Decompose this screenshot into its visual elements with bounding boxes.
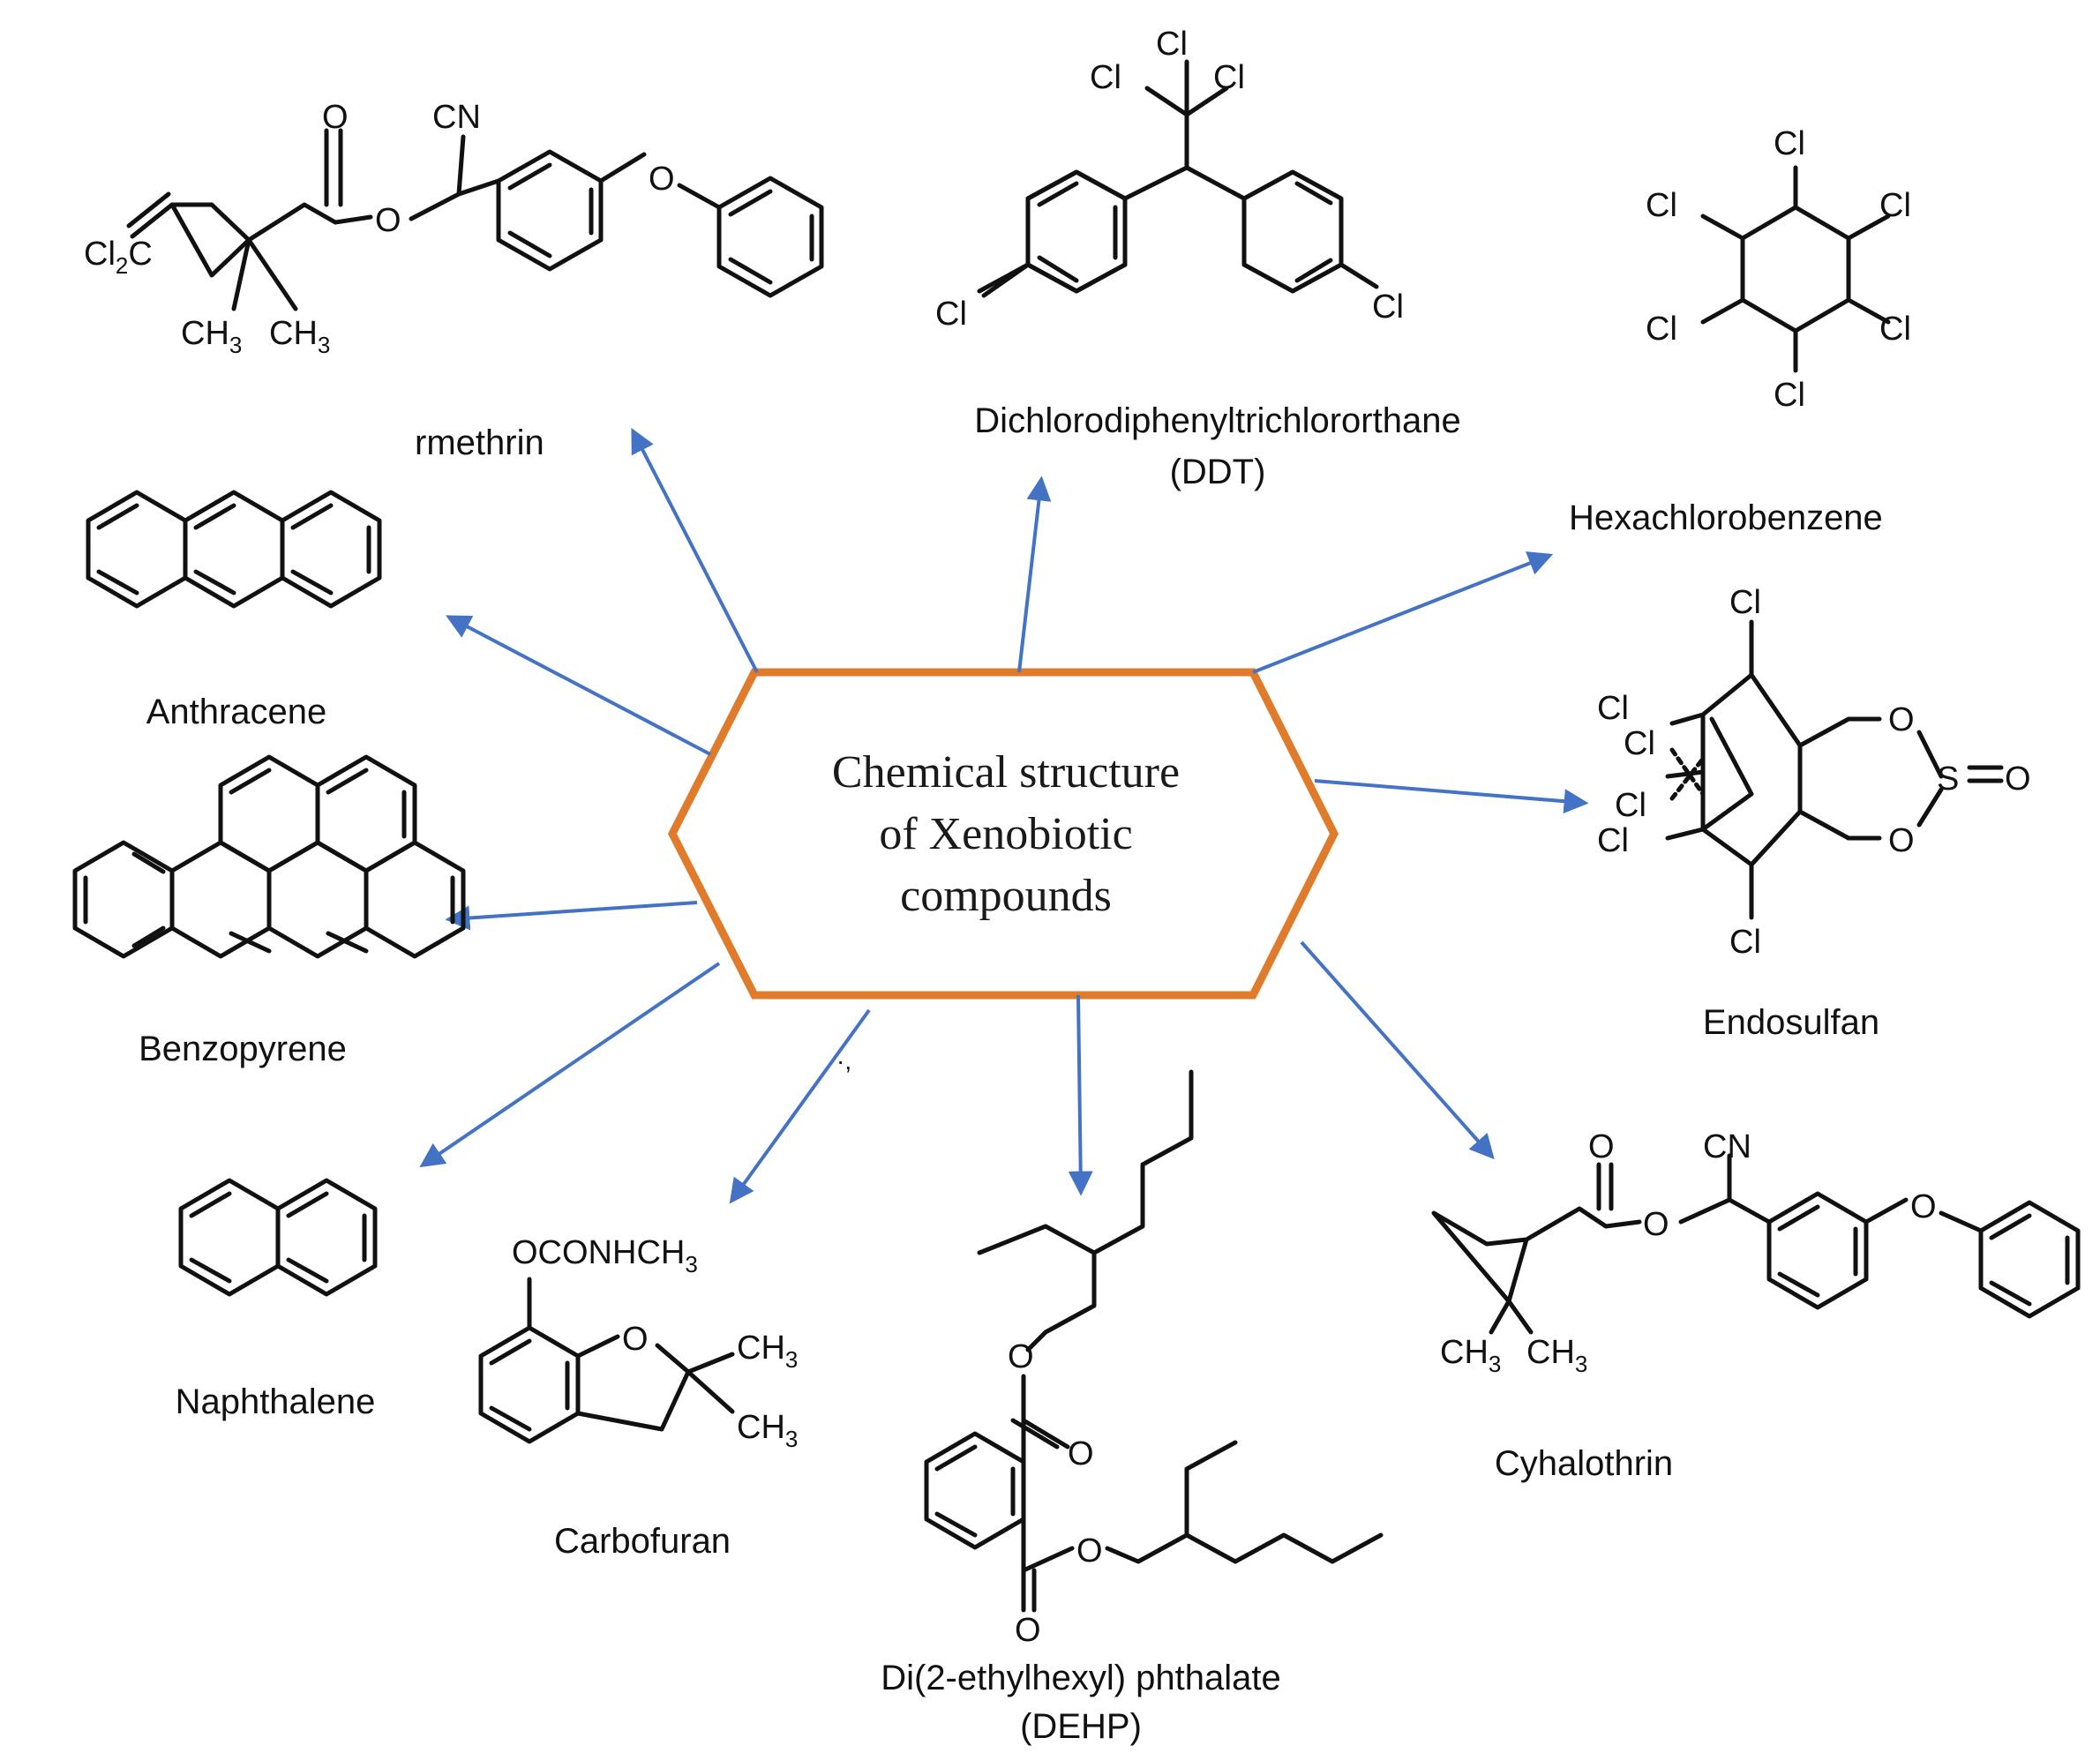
atom-cn: CN [1703,1128,1751,1165]
atom-cn: CN [432,99,481,136]
atom-o-double: O [2005,760,2031,798]
atom-o-ester: O [375,202,401,239]
arrow-to-naphthalene [419,962,721,1168]
structure-ddt: Cl Cl Cl Cl Cl Dichlorodiphenyltrichloro… [935,26,1461,491]
atom-carbamate: OCONHCH3 [512,1234,698,1277]
atom-methyl-2: CH3 [1526,1334,1587,1377]
atom-cl-bottom: Cl [1729,924,1761,961]
arrows [419,428,1589,1204]
atom-o-ester: O [1643,1206,1669,1243]
atom-o-carbonyl: O [322,99,349,136]
label-naphthalene: Naphthalene [176,1382,376,1421]
structure-carbofuran: OCONHCH3 O CH3 CH3 Carbofuran [478,1234,798,1561]
arrow-to-dehp [1068,994,1093,1196]
arrow-to-anthracene [446,615,711,756]
atom-methyl-1: CH3 [737,1330,798,1373]
structure-naphthalene: Naphthalene [176,1178,378,1421]
atom-methyl-1: CH3 [181,315,242,358]
arrow-to-endosulfan [1314,779,1589,814]
atom-o-2: O [1888,822,1915,859]
atom-o-2: O [1068,1435,1094,1472]
atom-cl-6: Cl [1646,187,1677,224]
atom-o-4: O [1015,1612,1041,1649]
atom-methyl-2: CH3 [269,315,330,358]
structure-cyhalothrin: O CN O O CH3 CH3 Cyhalothrin [1431,1128,2081,1483]
atom-o-3: O [1076,1532,1103,1569]
atom-cl-left-2: Cl [1624,725,1655,762]
arrow-to-permethrin [631,428,759,673]
label-endosulfan: Endosulfan [1703,1003,1879,1042]
atom-cl-right: Cl [1213,59,1245,96]
atom-cl-ring1: Cl [935,296,967,333]
label-ddt-abbrev: (DDT) [1170,453,1266,491]
label-benzopyrene: Benzopyrene [139,1030,347,1068]
atom-cl-2: Cl [1879,187,1911,224]
label-carbofuran: Carbofuran [554,1522,731,1561]
stray-mark: ·, [836,1047,851,1075]
atom-o-1: O [1888,701,1915,738]
center-title-line3: compounds [900,871,1112,921]
atom-s: S [1937,760,1959,798]
atom-o-ether: O [649,161,675,198]
label-cyhalothrin: Cyhalothrin [1495,1444,1673,1483]
atom-cl-left-1: Cl [1597,690,1629,727]
atom-cl-left-4: Cl [1597,822,1629,859]
atom-o-1: O [1008,1338,1034,1375]
atom-cl-ring2: Cl [1372,288,1404,326]
arrow-to-hexachlorobenzene [1252,551,1554,674]
atom-cl-1: Cl [1774,125,1805,162]
label-dehp-abbrev: (DEHP) [1020,1707,1142,1746]
atom-methyl-2: CH3 [737,1409,798,1452]
arrow-to-ddt [1017,476,1052,673]
structure-benzopyrene: Benzopyrene [72,754,466,1068]
atom-cl-left-3: Cl [1615,787,1646,824]
arrow-to-carbofuran [729,1008,871,1204]
label-anthracene: Anthracene [146,693,327,731]
atom-cl2c: Cl2C [84,236,153,279]
structure-dehp: O O O O Di(2-ethylhexyl) phthalate (DEHP… [881,1069,1384,1746]
label-dehp: Di(2-ethylhexyl) phthalate [881,1659,1281,1697]
label-permethrin: rmethrin [415,423,544,462]
atom-cl-5: Cl [1646,311,1677,348]
center-title-line1: Chemical structure [832,747,1180,798]
structure-hexachlorobenzene: Cl Cl Cl Cl Cl Cl Hexachlorobenzene [1569,125,1911,537]
structure-endosulfan: Cl Cl Cl Cl Cl Cl O S O O Endosulfan [1597,584,2031,1042]
atom-cl-left: Cl [1090,59,1121,96]
arrow-to-cyhalothrin [1300,940,1495,1160]
atom-o-ether: O [1910,1188,1937,1225]
atom-cl-4: Cl [1774,377,1805,414]
center-title-line2: of Xenobiotic [879,809,1132,859]
atom-o-carbonyl: O [1588,1128,1615,1165]
atom-cl-top: Cl [1156,26,1188,63]
atom-cl-3: Cl [1879,311,1911,348]
arrow-to-benzopyrene [445,901,698,931]
center-node: Chemical structure of Xenobiotic compoun… [667,668,1339,1000]
label-hexachlorobenzene: Hexachlorobenzene [1569,498,1883,537]
atom-o-ring: O [622,1321,649,1358]
structure-permethrin: Cl2C O CN O O CH3 CH3 rmethrin [84,99,824,462]
atom-cl-top: Cl [1729,584,1761,621]
label-ddt: Dichlorodiphenyltrichlororthane [974,401,1460,440]
structure-anthracene: Anthracene [86,490,382,731]
atom-methyl-1: CH3 [1440,1334,1501,1377]
